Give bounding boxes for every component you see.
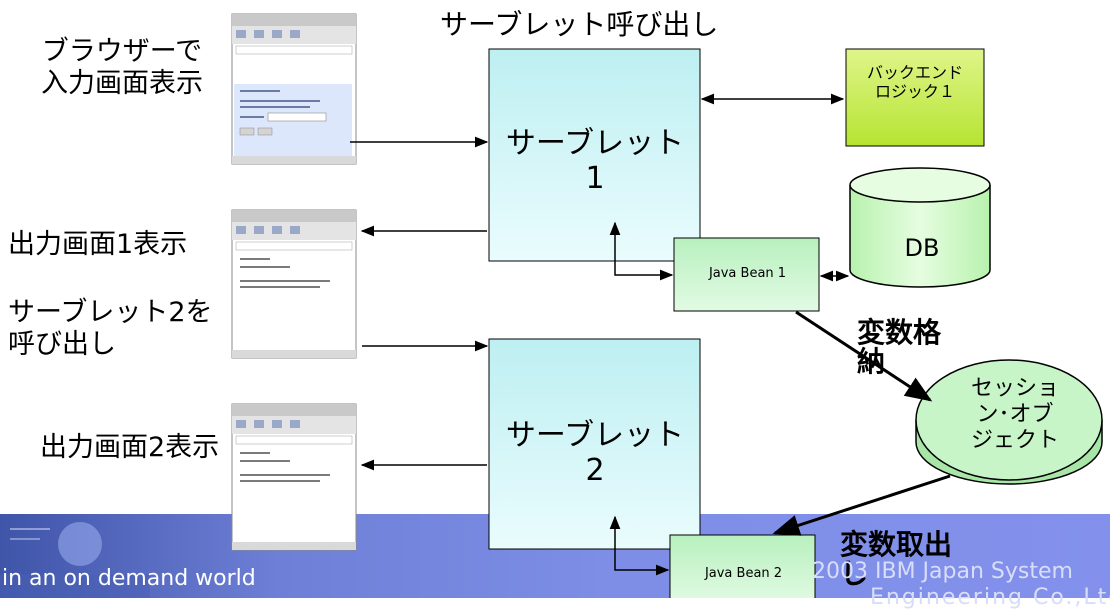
backend-logic-box (845, 48, 985, 147)
browser-window-input (231, 13, 357, 165)
session-object-cylinder (915, 359, 1103, 485)
browser-input-label: ブラウザーで 入力画面表示 (41, 36, 203, 99)
footer-tagline: in an on demand world (2, 566, 256, 591)
servlet-2-label: サーブレット 2 (505, 418, 685, 489)
java-bean-1-box (673, 237, 820, 312)
browser-window-output-1 (231, 209, 357, 359)
arrow-session-to-bean-2 (772, 474, 951, 536)
store-variable-label: 変数格 納 (857, 316, 942, 379)
session-object-label: セッショ ン･オブ ジェクト (970, 376, 1059, 453)
arrow-servlet-2-bean-2 (609, 515, 670, 576)
java-bean-2-box (669, 534, 816, 598)
backend-logic-label: バックエンド ロジック１ (866, 63, 963, 101)
database-label: DB (904, 234, 940, 262)
output-screen-2-label: 出力画面2表示 (40, 432, 220, 463)
footer-copyright: 2003 IBM Japan System (812, 559, 1073, 584)
output-screen-1-label: 出力画面1表示 (8, 229, 188, 260)
arrow-servlet-1-bean-1 (609, 221, 674, 281)
arrow-bean-1-to-session (795, 310, 933, 402)
database-cylinder (849, 167, 991, 288)
java-bean-1-label: Java Bean 1 (708, 266, 787, 281)
call-servlet-2-label: サーブレット2を 呼び出し (8, 297, 213, 360)
footer-decoration (0, 522, 150, 598)
servlet-1-label: サーブレット 1 (505, 126, 685, 197)
java-bean-2-label: Java Bean 2 (704, 566, 783, 581)
servlet-call-header: サーブレット呼び出し (440, 8, 719, 41)
retrieve-variable-label: 変数取出 し (840, 528, 953, 591)
servlet-2-box (488, 338, 701, 550)
browser-window-output-2 (231, 403, 357, 551)
